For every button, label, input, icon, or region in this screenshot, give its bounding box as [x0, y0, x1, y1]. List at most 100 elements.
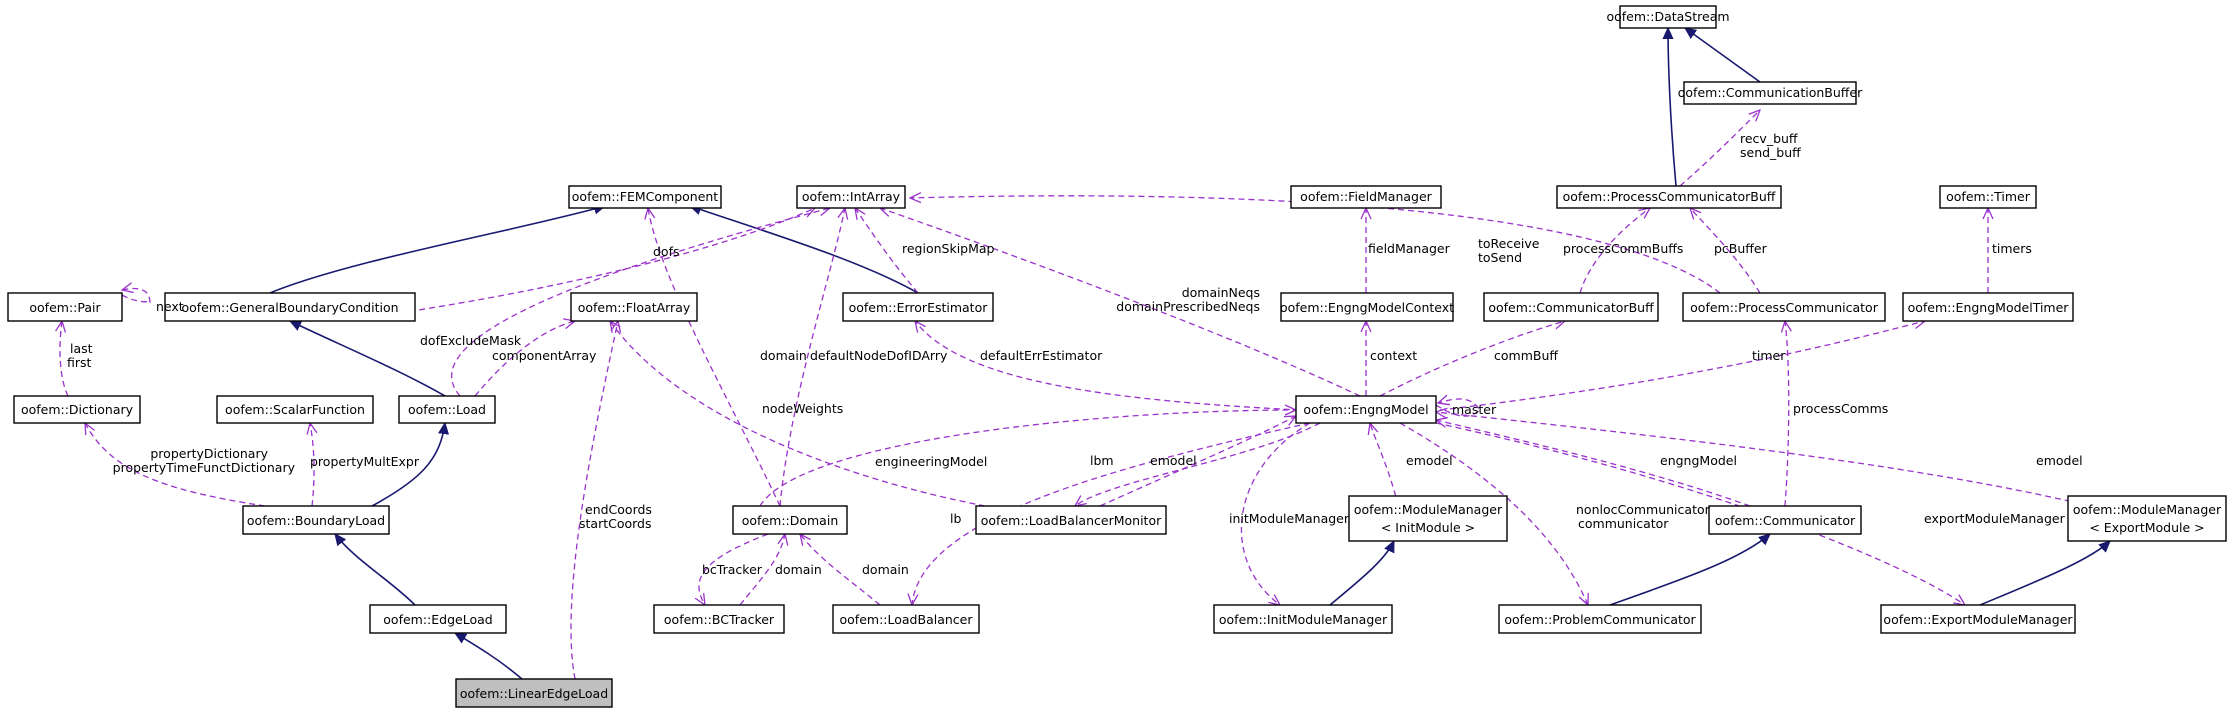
node-engngmodel[interactable]: oofem::EngngModel: [1295, 395, 1437, 424]
label-nonloccommunicator: nonlocCommunicator: [1576, 502, 1711, 517]
node-errorestimator[interactable]: oofem::ErrorEstimator: [842, 292, 994, 322]
node-communicationbuffer[interactable]: oofem::CommunicationBuffer: [1678, 81, 1863, 105]
node-pair[interactable]: oofem::Pair: [7, 292, 123, 322]
edge-boundaryload-scalarfunction: [310, 423, 314, 507]
edge-edgeload-boundaryload: [335, 534, 416, 606]
edge-mmexport-engngmodel: [1436, 412, 2091, 507]
label-timer: timer: [1752, 348, 1786, 363]
node-femcomponent[interactable]: oofem::FEMComponent: [568, 185, 722, 209]
label-lbm: lbm: [1090, 453, 1114, 468]
node-scalarfunction[interactable]: oofem::ScalarFunction: [216, 395, 374, 424]
node-loadbalancer[interactable]: oofem::LoadBalancer: [832, 604, 980, 634]
node-label: oofem::ErrorEstimator: [849, 300, 989, 315]
node-initmodulemanager[interactable]: oofem::InitModuleManager: [1213, 604, 1393, 634]
node-label: oofem::FEMComponent: [572, 189, 719, 204]
edge-load-floatarray: [474, 321, 575, 397]
edge-lbmonitor-floatarray: [610, 321, 986, 507]
node-label-line1: oofem::ModuleManager: [2073, 502, 2222, 517]
label-tosend: toSend: [1478, 250, 1522, 265]
edge-domain-bctracker: [699, 533, 769, 605]
label-emodel-lbm: emodel: [1150, 453, 1197, 468]
edge-domain-femcomponent: [648, 208, 781, 507]
node-boundaryload[interactable]: oofem::BoundaryLoad: [242, 505, 390, 535]
edge-initmodulemanager-mminit: [1329, 541, 1395, 606]
edge-communicator-processcommunicator: [1785, 321, 1789, 507]
node-label: oofem::Dictionary: [21, 402, 134, 417]
node-label: oofem::IntArray: [802, 189, 901, 204]
node-communicatorbuff[interactable]: oofem::CommunicatorBuff: [1483, 292, 1659, 322]
edge-processcommunicator-proccommbuff: [1690, 208, 1761, 294]
node-label-line2: < InitModule >: [1381, 520, 1475, 535]
node-generalboundarycondition[interactable]: oofem::GeneralBoundaryCondition: [164, 292, 416, 322]
label-defaultnodedofidarry: defaultNodeDofIDArry: [810, 348, 948, 363]
edge-proccommbuff-commbuffer: [1679, 110, 1760, 187]
edge-genboundcond-femcomponent: [269, 206, 605, 294]
node-label: oofem::InitModuleManager: [1219, 612, 1388, 627]
node-label-line1: oofem::ModuleManager: [1354, 502, 1503, 517]
node-load[interactable]: oofem::Load: [398, 395, 496, 424]
edge-mminit-engngmodel: [1370, 423, 1399, 507]
node-communicator[interactable]: oofem::Communicator: [1708, 505, 1862, 535]
node-label: oofem::LoadBalancerMonitor: [981, 513, 1162, 528]
label-exportmodulemanager: exportModuleManager: [1924, 511, 2066, 526]
node-engngmodeltimer[interactable]: oofem::EngngModelTimer: [1902, 292, 2074, 322]
node-modulemanager-export[interactable]: oofem::ModuleManager< ExportModule >: [2067, 495, 2227, 542]
node-bctracker[interactable]: oofem::BCTracker: [653, 604, 785, 634]
node-label: oofem::ProcessCommunicator: [1690, 300, 1879, 315]
label-emodel-export: emodel: [2036, 453, 2083, 468]
usage-edges: [60, 110, 2091, 680]
node-engngmodelcontext[interactable]: oofem::EngngModelContext: [1280, 292, 1454, 322]
label-commbuff: commBuff: [1494, 348, 1558, 363]
node-exportmodulemanager[interactable]: oofem::ExportModuleManager: [1880, 604, 2076, 634]
node-datastream[interactable]: oofem::DataStream: [1606, 5, 1730, 29]
label-startcoords: startCoords: [579, 516, 652, 531]
node-domain[interactable]: oofem::Domain: [732, 505, 848, 535]
node-processcommunicator[interactable]: oofem::ProcessCommunicator: [1682, 292, 1886, 322]
node-label: oofem::ProcessCommunicatorBuff: [1563, 189, 1776, 204]
node-label: oofem::Timer: [1946, 189, 2031, 204]
node-timer[interactable]: oofem::Timer: [1939, 185, 2037, 209]
node-loadbalancermonitor[interactable]: oofem::LoadBalancerMonitor: [975, 505, 1167, 535]
label-next: next: [156, 299, 184, 314]
label-timers: timers: [1992, 241, 2032, 256]
edge-errestimator-femcomponent: [690, 206, 919, 294]
edge-dictionary-pair: [60, 321, 69, 397]
label-nodeweights: nodeWeights: [762, 401, 843, 416]
node-problemcommunicator[interactable]: oofem::ProblemCommunicator: [1498, 604, 1702, 634]
node-label: oofem::DataStream: [1606, 9, 1729, 24]
edge-engngmodel-commbuff: [1379, 321, 1565, 397]
label-context: context: [1370, 348, 1417, 363]
edge-boundaryload-dictionary: [85, 423, 266, 507]
label-regionskipmap: regionSkipMap: [902, 241, 995, 256]
node-fieldmanager[interactable]: oofem::FieldManager: [1290, 185, 1442, 209]
node-linearedgeload[interactable]: oofem::LinearEdgeLoad: [455, 678, 613, 708]
node-edgeload[interactable]: oofem::EdgeLoad: [369, 604, 507, 634]
label-initmodulemanager: initModuleManager: [1229, 511, 1350, 526]
node-modulemanager-init[interactable]: oofem::ModuleManager< InitModule >: [1348, 495, 1508, 542]
edge-bctracker-domain: [739, 534, 785, 606]
edge-linearedgeload-edgeload: [455, 632, 523, 680]
node-intarray[interactable]: oofem::IntArray: [796, 185, 906, 209]
label-recv-buff: recv_buff: [1740, 131, 1798, 146]
edge-engngmodel-loadbalancer: [912, 422, 1311, 605]
edge-communicatorbuff-proccommbuff: [1579, 208, 1650, 294]
edge-pair-next: [122, 289, 151, 304]
node-dictionary[interactable]: oofem::Dictionary: [13, 395, 141, 424]
edge-boundaryload-load: [371, 423, 445, 507]
edge-errestimator-intarray: [855, 208, 919, 294]
node-label: oofem::ScalarFunction: [225, 402, 365, 417]
node-processcommunicatorbuff[interactable]: oofem::ProcessCommunicatorBuff: [1556, 185, 1782, 209]
node-label: oofem::Pair: [29, 300, 101, 315]
node-floatarray[interactable]: oofem::FloatArray: [570, 292, 698, 322]
node-label: oofem::LinearEdgeLoad: [460, 686, 608, 701]
inheritance-edges: [269, 28, 2110, 680]
node-label-line2: < ExportModule >: [2089, 520, 2204, 535]
node-label: oofem::EngngModelContext: [1280, 300, 1454, 315]
label-master: master: [1452, 402, 1497, 417]
edge-engngmodel-enginetimer: [1439, 321, 1925, 411]
edge-lbmonitor-engngmodel: [1099, 416, 1296, 507]
label-first: first: [67, 355, 92, 370]
edge-domain-intarray: [779, 208, 845, 507]
